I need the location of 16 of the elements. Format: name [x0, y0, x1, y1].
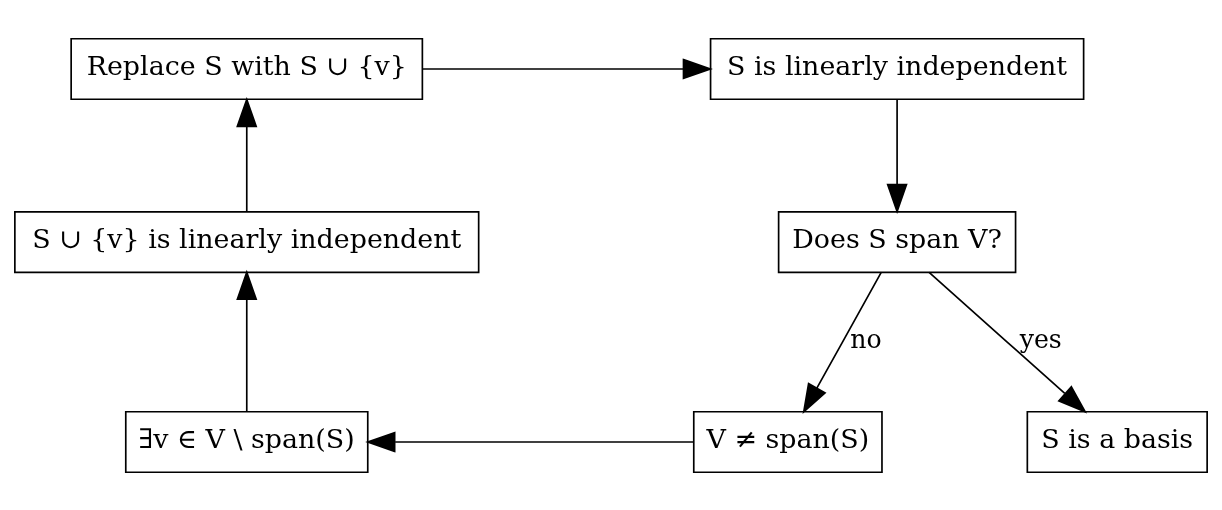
node-box: Replace S with S ∪ {v} — [70, 37, 424, 100]
arrow — [928, 271, 1088, 413]
edge-label: no — [850, 324, 882, 354]
arrow — [365, 430, 695, 453]
arrow — [421, 57, 713, 80]
node-box: ∃v ∈ V \ span(S) — [124, 410, 369, 473]
edge-label: yes — [1019, 324, 1062, 354]
arrow — [802, 271, 883, 414]
node-box: S is linearly independent — [709, 37, 1085, 100]
node-box: S is a basis — [1026, 410, 1208, 473]
node-box: V ≠ span(S) — [692, 410, 883, 473]
node-box: S ∪ {v} is linearly independent — [14, 210, 480, 273]
arrow — [236, 269, 258, 413]
arrow — [236, 96, 258, 212]
arrow — [886, 98, 908, 214]
node-box: Does S span V? — [777, 210, 1017, 273]
